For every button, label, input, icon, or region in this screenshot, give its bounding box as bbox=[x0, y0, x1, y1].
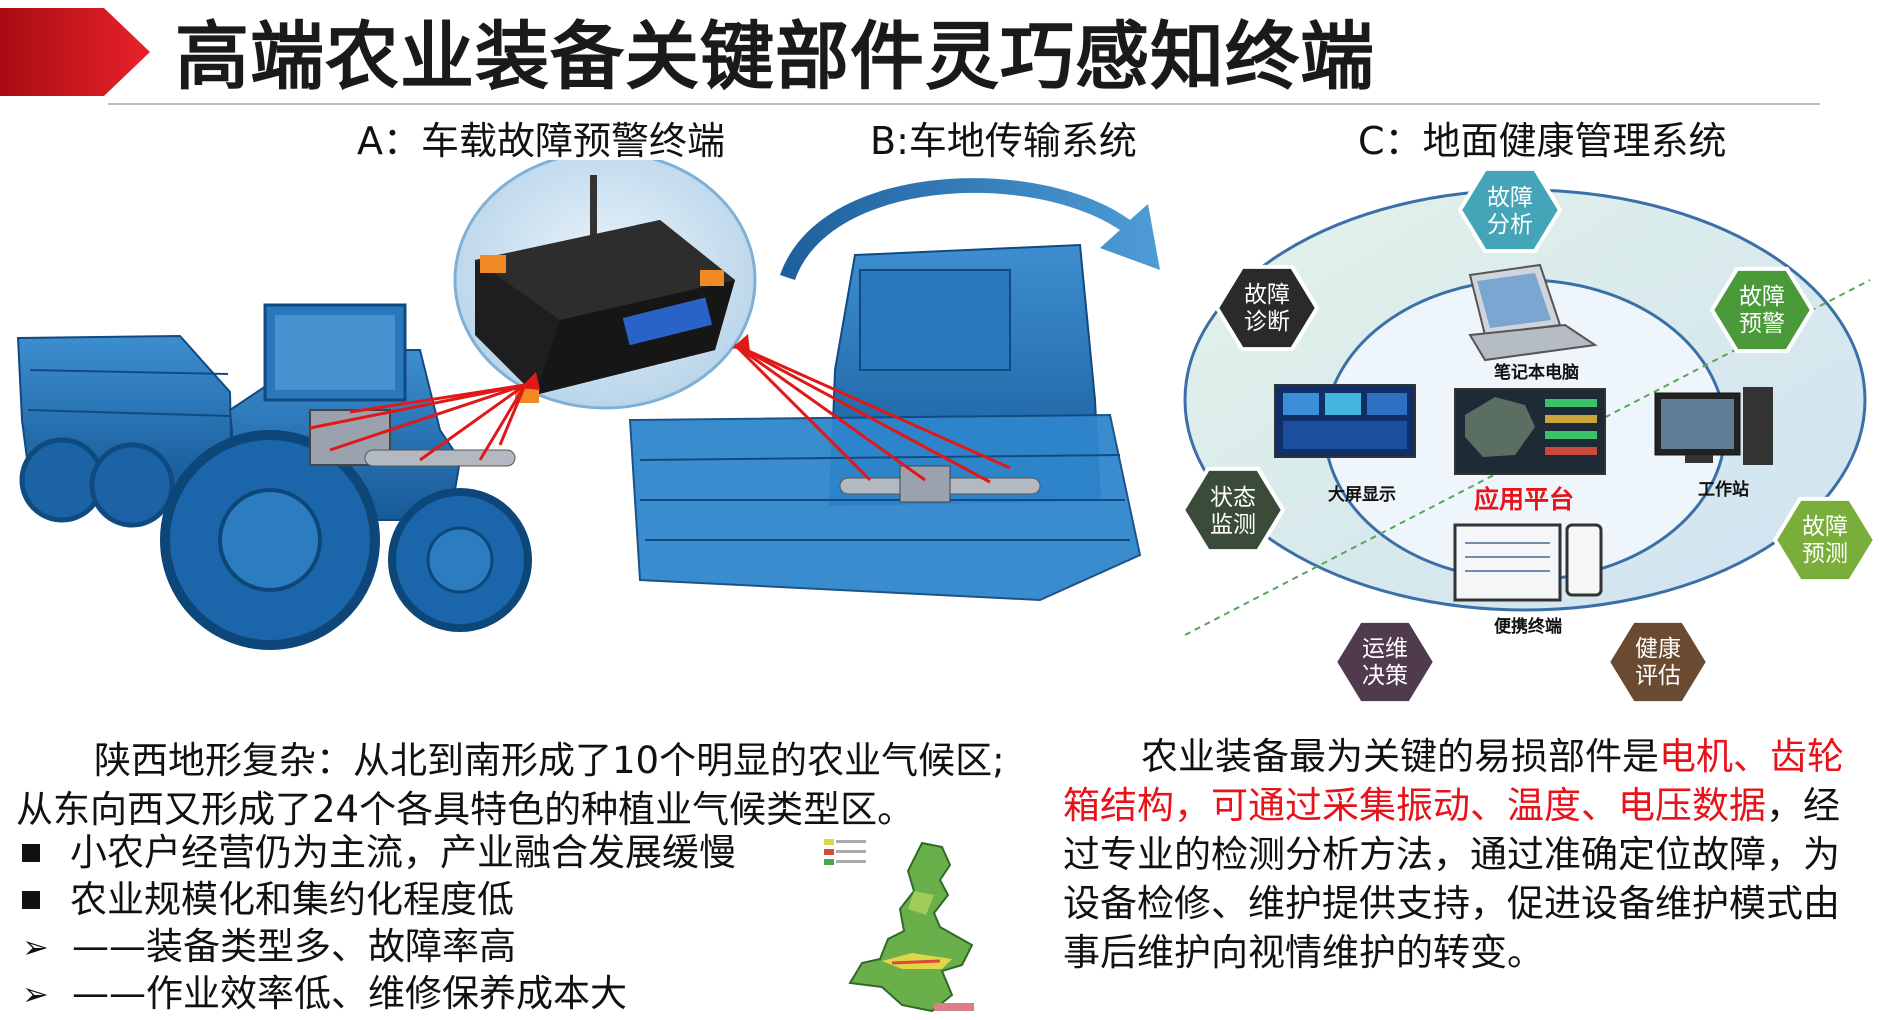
node-maintenance-decision bbox=[1332, 618, 1438, 706]
device-label-portable: 便携终端 bbox=[1494, 617, 1562, 637]
section-b-label: B:车地传输系统 bbox=[870, 119, 1137, 163]
node-fault-diagnosis bbox=[1214, 264, 1320, 352]
title-arrow-icon bbox=[0, 8, 150, 96]
portable-terminal-icon bbox=[1453, 523, 1603, 602]
square-bullet-icon bbox=[22, 891, 40, 909]
terrain-paragraph: 陕西地形复杂：从北到南形成了10个明显的农业气候区;从东向西又形成了24个各具特… bbox=[16, 739, 1005, 831]
node-fault-warning bbox=[1709, 266, 1815, 354]
device-label-workstation: 工作站 bbox=[1698, 480, 1749, 500]
section-c-label: C：地面健康管理系统 bbox=[1358, 119, 1727, 163]
platform-label: 应用平台 bbox=[1474, 485, 1575, 514]
key-components-paragraph: 农业装备最为关键的易损部件是电机、齿轮箱结构，可通过采集振动、温度、电压数据，经… bbox=[1063, 735, 1844, 974]
workstation-icon bbox=[1654, 387, 1773, 465]
device-label-big-screen: 大屏显示 bbox=[1328, 485, 1396, 505]
health-management-diagram bbox=[1180, 166, 1878, 706]
big-screen-icon bbox=[1274, 384, 1416, 458]
fault-warning-terminal bbox=[453, 160, 757, 410]
transmission-arrow-icon bbox=[780, 178, 1160, 280]
device-label-laptop: 笔记本电脑 bbox=[1494, 363, 1579, 383]
square-bullet-icon bbox=[22, 844, 40, 862]
sub-bullet-item: ➢——装备类型多、故障率高 bbox=[22, 925, 516, 968]
page-title: 高端农业装备关键部件灵巧感知终端 bbox=[175, 14, 1375, 100]
node-health-assessment bbox=[1605, 618, 1711, 706]
tractor-with-trailer bbox=[16, 303, 532, 650]
shaanxi-climate-map bbox=[824, 839, 974, 1013]
section-a-label: A：车载故障预警终端 bbox=[357, 119, 725, 163]
arrow-bullet-icon: ➢ bbox=[22, 975, 49, 1013]
highlight-text: 电机、齿轮箱结构，可通过采集振动、温度、电压数据 bbox=[1063, 735, 1844, 827]
arrow-bullet-icon: ➢ bbox=[22, 928, 49, 966]
platform-dashboard-icon bbox=[1454, 388, 1606, 475]
bullet-item: 农业规模化和集约化程度低 bbox=[22, 877, 514, 923]
node-fault-analysis bbox=[1457, 166, 1563, 254]
node-status-monitoring bbox=[1180, 466, 1286, 554]
sensor-link-lines bbox=[309, 343, 1011, 484]
title-divider bbox=[108, 103, 1820, 105]
node-fault-prediction bbox=[1772, 496, 1878, 584]
machinery-illustration bbox=[16, 160, 1160, 650]
sub-bullet-item: ➢——作业效率低、维修保养成本大 bbox=[22, 972, 627, 1015]
combine-harvester bbox=[628, 243, 1142, 602]
laptop-icon bbox=[1468, 263, 1598, 362]
bullet-item: 小农户经营仍为主流，产业融合发展缓慢 bbox=[22, 830, 736, 876]
